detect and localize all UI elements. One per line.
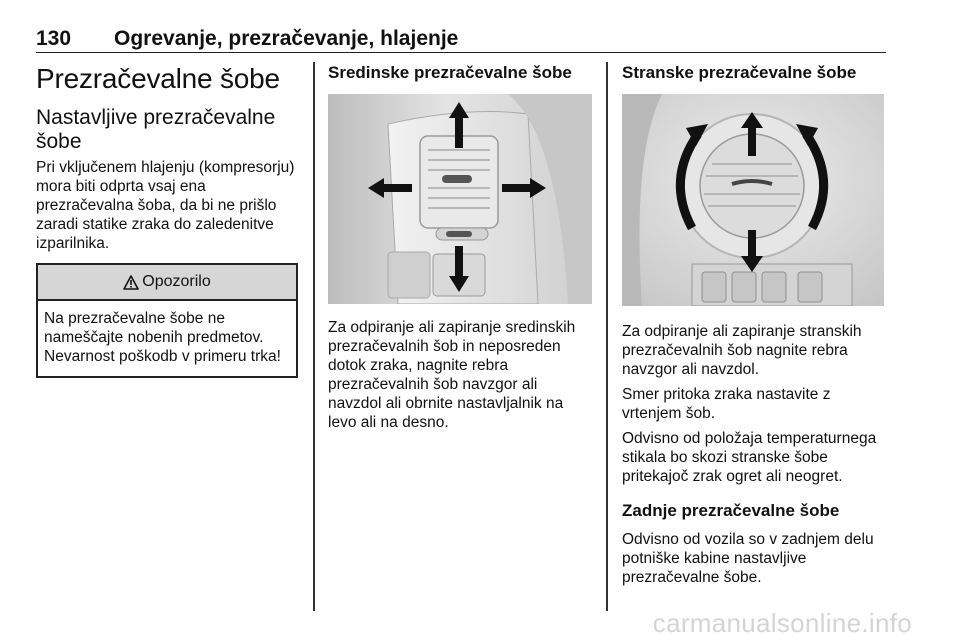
side-vents-heading: Stranske prezračevalne šobe bbox=[622, 63, 857, 82]
subsection-title: Nastavljive prezračevalne šobe bbox=[36, 106, 276, 153]
side-vent-illustration bbox=[622, 94, 884, 306]
chapter-title: Ogrevanje, prezračevanje, hlajenje bbox=[114, 27, 459, 50]
side-vents-paragraph: Odvisno od položaja temperaturnega stika… bbox=[622, 430, 877, 485]
rear-vents-heading: Zadnje prezračevalne šobe bbox=[622, 501, 840, 520]
rear-vents-description: Odvisno od vozila so v zadnjem delu potn… bbox=[622, 531, 874, 586]
column-divider bbox=[313, 62, 315, 611]
warning-text: Na prezračevalne šobe ne nameščajte nobe… bbox=[44, 310, 281, 365]
column-middle: Sredinske prezračevalne šobe bbox=[328, 62, 592, 432]
section-title: Prezračevalne šobe bbox=[36, 63, 280, 94]
page-number: 130 bbox=[36, 27, 72, 50]
column-left: Prezračevalne šobe Nastavljive prezračev… bbox=[36, 62, 298, 378]
warning-box: Opozorilo Na prezračevalne šobe ne nameš… bbox=[36, 263, 298, 378]
center-vents-description: Za odpiranje ali zapiranje sredinskih pr… bbox=[328, 319, 576, 431]
warning-title: Opozorilo bbox=[142, 273, 211, 290]
watermark: carmanualsonline.info bbox=[652, 608, 912, 638]
warning-header: Opozorilo bbox=[38, 265, 296, 301]
intro-paragraph: Pri vključenem hlajenju (kompresorju) mo… bbox=[36, 159, 295, 252]
center-vent-illustration bbox=[328, 94, 592, 304]
center-vents-heading: Sredinske prezračevalne šobe bbox=[328, 63, 572, 82]
side-vents-paragraph: Za odpiranje ali zapiranje stranskih pre… bbox=[622, 323, 862, 378]
column-right: Stranske prezračevalne šobe bbox=[622, 62, 888, 587]
side-vents-paragraph: Smer pritoka zraka nastavite z vrtenjem … bbox=[622, 386, 831, 422]
column-divider bbox=[606, 62, 608, 611]
page-header: 130 Ogrevanje, prezračevanje, hlajenje bbox=[36, 27, 886, 53]
warning-triangle-icon bbox=[123, 274, 140, 290]
